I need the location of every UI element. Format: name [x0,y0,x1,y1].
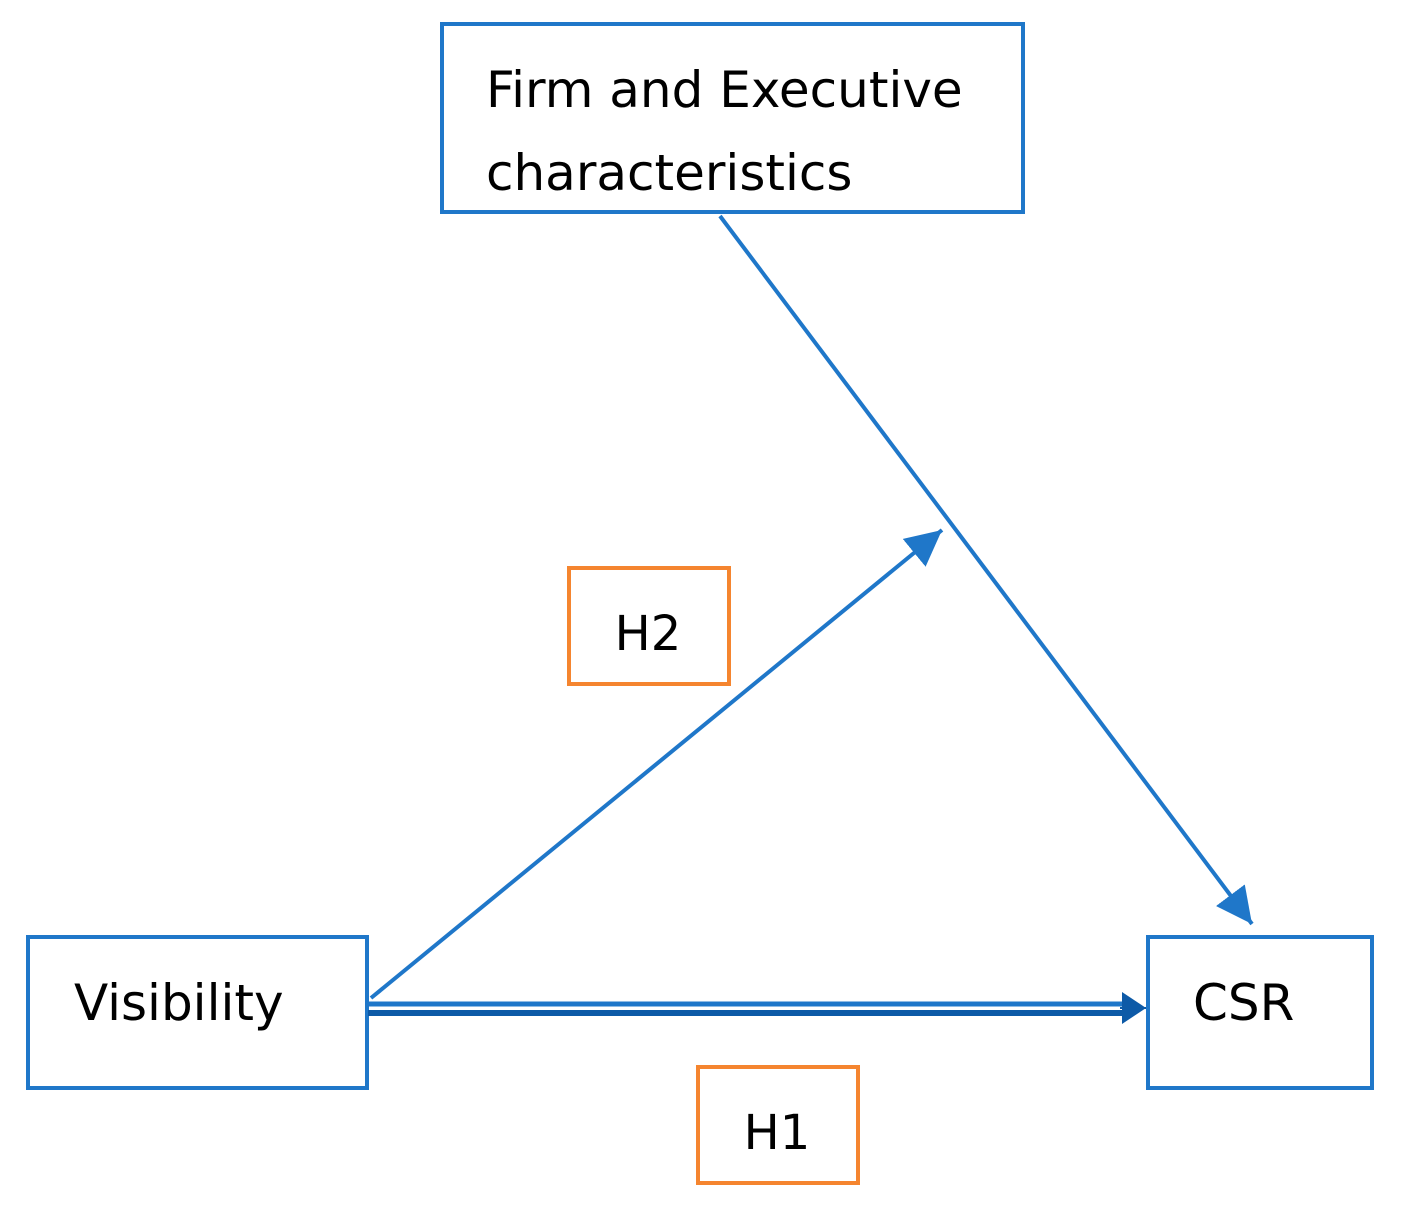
csr-label: CSR [1193,974,1294,1032]
visibility-node: Visibility [26,935,369,1090]
firm-executive-box [440,22,1025,214]
visibility-box [26,935,369,1090]
csr-node: CSR [1146,935,1374,1090]
csr-box [1146,935,1374,1090]
h2-box [567,566,731,686]
h2-label: H2 [567,566,731,686]
firm-to-csr-arrow [718,214,1254,926]
firm-executive-node: Firm and Executive characteristics [440,22,1025,214]
h2-text: H2 [615,606,682,662]
h1-label: H1 [696,1065,860,1185]
firm-executive-label-line2: characteristics [486,144,852,202]
h1-box [696,1065,860,1185]
h2-moderation-arrow [369,528,944,1000]
firm-executive-label-line1: Firm and Executive [486,61,963,119]
h1-direct-arrow [368,992,1146,1024]
h1-text: H1 [744,1105,811,1161]
visibility-label: Visibility [74,974,284,1032]
